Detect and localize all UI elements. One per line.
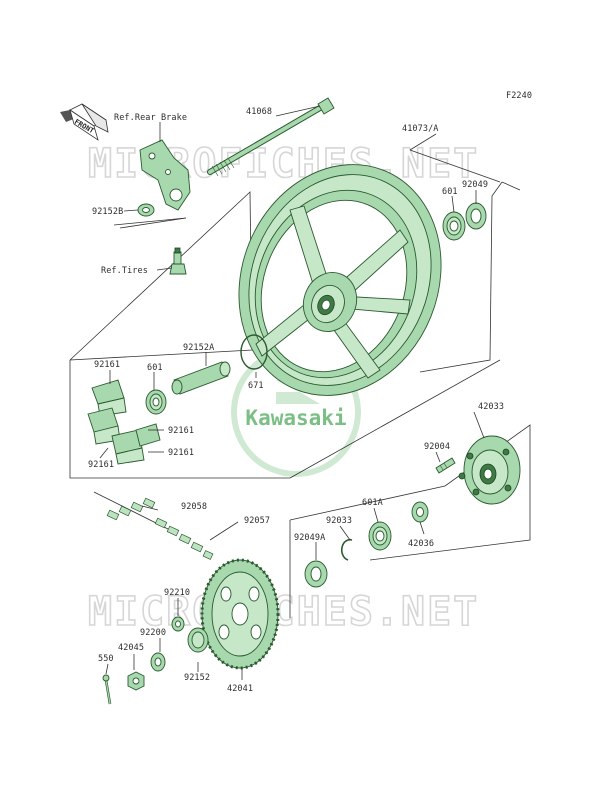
- rear-brake-bracket: [139, 139, 191, 211]
- figure-code: F2240: [506, 91, 532, 101]
- label-42041: 42041: [227, 684, 253, 694]
- label-92033: 92033: [326, 516, 352, 526]
- cotter-pin-550: [102, 674, 112, 705]
- label-671: 671: [248, 381, 264, 391]
- kawasaki-logo: Kawasaki: [231, 347, 361, 477]
- collar-92152: [187, 627, 209, 653]
- label-41073a: 41073/A: [402, 124, 439, 134]
- label-601-top: 601: [442, 187, 458, 197]
- label-92161-b: 92161: [168, 426, 194, 436]
- label-ref-rear-brake: Ref.Rear Brake: [114, 113, 187, 123]
- collar-92152b: [137, 203, 155, 217]
- nut-42045: [127, 671, 145, 691]
- nut-92210: [171, 616, 185, 632]
- label-92210: 92210: [164, 588, 190, 598]
- damper-rubbers-92161: [87, 379, 161, 465]
- explosion-frame: [69, 149, 531, 618]
- rear-sprocket-42041: [200, 558, 280, 670]
- label-92152b: 92152B: [92, 207, 123, 217]
- label-92161-d: 92161: [88, 460, 114, 470]
- front-arrow-icon: FRONT: [60, 103, 109, 141]
- label-550: 550: [98, 654, 114, 664]
- leader-lines: [99, 105, 485, 680]
- oil-seal-92049: [465, 202, 487, 230]
- label-92049a: 92049A: [294, 533, 325, 543]
- label-92161-c: 92161: [168, 448, 194, 458]
- tire-valve: [169, 247, 187, 275]
- kawasaki-logo-text: Kawasaki: [245, 406, 346, 430]
- bearing-601-left: [145, 389, 167, 415]
- label-92004: 92004: [424, 442, 450, 452]
- label-92200: 92200: [140, 628, 166, 638]
- bearing-601a: [368, 521, 392, 551]
- label-92058: 92058: [181, 502, 207, 512]
- drive-chain-92057: [93, 491, 214, 560]
- label-601a: 601A: [362, 498, 383, 508]
- rear-axle-41068: [207, 97, 335, 177]
- bearing-601-right: [442, 211, 466, 241]
- label-42033: 42033: [478, 402, 504, 412]
- watermark-bottom: MICROFICHES.NET: [88, 589, 479, 635]
- washer-92200: [150, 652, 166, 672]
- collar-42036: [411, 501, 429, 523]
- label-601-left: 601: [147, 363, 163, 373]
- label-92152: 92152: [184, 673, 210, 683]
- label-42036: 42036: [408, 539, 434, 549]
- label-92152a: 92152A: [183, 343, 214, 353]
- label-92049: 92049: [462, 180, 488, 190]
- label-92161-a: 92161: [94, 360, 120, 370]
- label-42045: 42045: [118, 643, 144, 653]
- o-ring-671: [240, 334, 268, 370]
- label-92057: 92057: [244, 516, 270, 526]
- stud-92004: [435, 457, 456, 474]
- coupling-42033: [458, 435, 521, 505]
- label-ref-tires: Ref.Tires: [101, 266, 148, 276]
- circlip-92033: [341, 538, 353, 561]
- oil-seal-92049a: [304, 560, 328, 588]
- collar-92152a: [171, 361, 231, 395]
- label-41068: 41068: [246, 107, 272, 117]
- rear-wheel-41073a: [238, 164, 442, 396]
